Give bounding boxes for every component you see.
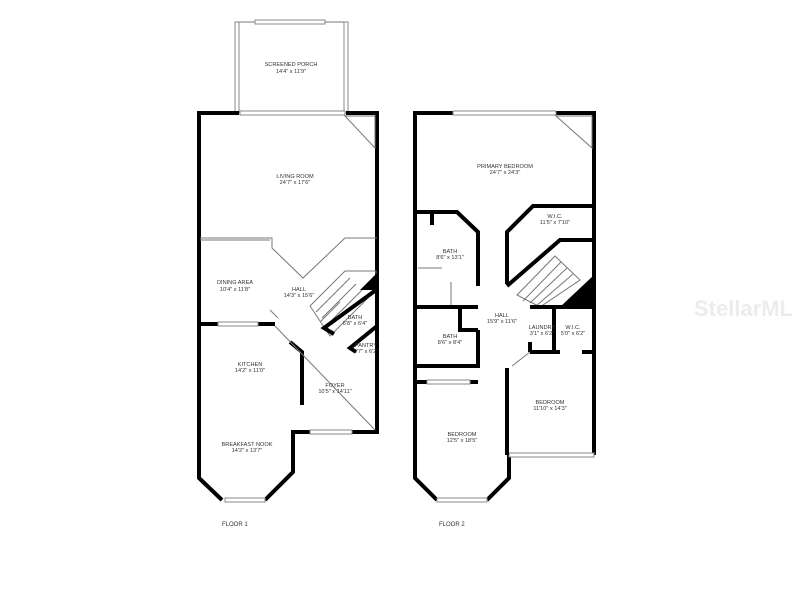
room-name: HALL — [495, 313, 509, 319]
floor-2-plan — [413, 110, 596, 503]
room-dims: 10'4" x 11'8" — [220, 287, 250, 293]
wall — [197, 111, 239, 232]
floor-1-label: FLOOR 1 — [222, 522, 248, 528]
room-dims: 14'2" x 13'7" — [232, 448, 263, 454]
room-name: W.I.C. — [565, 325, 581, 331]
room-name: SCREENED PORCH — [265, 62, 318, 68]
room-dims: 12'5" x 18'5" — [447, 438, 478, 444]
room-dims: 14'3" x 15'6" — [284, 293, 315, 299]
room-dims: 24'7" x 24'3" — [490, 170, 521, 176]
room-name: BEDROOM — [448, 432, 477, 438]
room-dims: 10'5" x 14'11" — [318, 389, 351, 395]
floor-1-plan — [197, 19, 379, 503]
room-dims: 14'4" x 11'9" — [276, 69, 306, 75]
room-name: BATH — [443, 334, 458, 340]
room-dims: 6'8" x 6'4" — [343, 321, 367, 327]
room-name: LAUNDRY — [529, 325, 556, 331]
room-name: FOYER — [325, 383, 344, 389]
room-name: PRIMARY BEDROOM — [477, 164, 533, 170]
room-dims: 11'5" x 7'10" — [540, 220, 570, 226]
room-dims: 8'6" x 13'1" — [436, 255, 464, 261]
room-name: BATH — [348, 315, 363, 321]
room-labels: SCREENED PORCH 14'4" x 11'9" LIVING ROOM… — [217, 62, 585, 528]
room-name: LIVING ROOM — [276, 174, 314, 180]
watermark-logo: StellarMLS — [694, 296, 792, 321]
room-dims: 3'7" x 6'2" — [354, 349, 378, 355]
room-dims: 8'6" x 8'4" — [438, 340, 462, 346]
room-name: BREAKFAST NOOK — [222, 442, 273, 448]
room-name: KITCHEN — [238, 362, 263, 368]
room-dims: 15'9" x 11'6" — [487, 319, 517, 325]
room-dims: 14'2" x 11'0" — [235, 368, 265, 374]
floor-2-label: FLOOR 2 — [439, 522, 465, 528]
room-dims: 3'1" x 6'2" — [530, 331, 554, 337]
room-name: DINING AREA — [217, 280, 253, 286]
room-name: HALL — [292, 287, 306, 293]
room-name: BEDROOM — [536, 400, 565, 406]
room-dims: 24'7" x 17'6" — [280, 180, 311, 186]
room-name: W.I.C. — [547, 214, 563, 220]
room-dims: 5'0" x 6'2" — [561, 331, 585, 337]
room-name: BATH — [443, 249, 458, 255]
room-name: PANTRY — [355, 343, 377, 349]
room-dims: 11'10" x 14'3" — [533, 406, 566, 412]
